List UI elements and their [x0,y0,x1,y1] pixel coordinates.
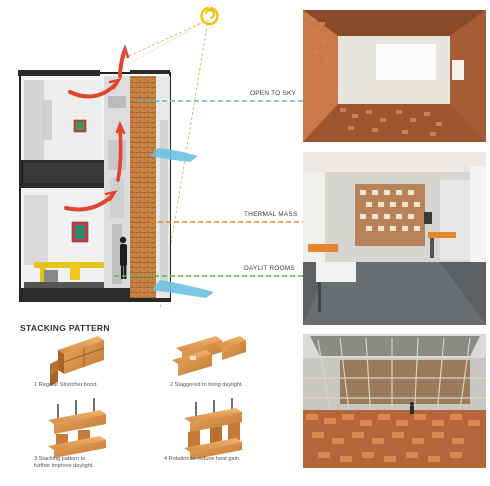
callout-open-to-sky: OPEN TO SKY [250,90,297,97]
callout-thermal-mass: THERMAL MASS [244,211,298,218]
stack-pattern-1 [50,336,105,386]
cool-air-arrows [150,148,214,298]
desk-yellow [34,262,104,268]
stack-pattern-2 [172,336,246,376]
stack-caption-4: 4 Rotation to reduce heat gain. [164,456,241,462]
stack-caption-1: 1 Regular Stretcher bond. [34,382,99,388]
callout-lines [114,100,318,277]
building-section [18,6,219,311]
stack-caption-3b: further improve daylight. [34,463,95,469]
stacking-pattern-title: STACKING PATTERN [20,323,110,333]
stack-pattern-3 [48,398,106,458]
stack-caption-3a: 3 Stacking pattern to [34,456,86,462]
photo-open-to-sky [303,10,486,142]
photo-thermal-mass [303,152,486,325]
person-silhouette [119,236,127,279]
stack-caption-2: 2 Staggered to bring daylight. [170,382,244,388]
callout-daylit-rooms: DAYLIT ROOMS [244,265,295,272]
sun-icon [200,6,219,26]
stack-pattern-4 [184,398,242,460]
warm-air-arrows [64,44,130,212]
brick-jali-wall [130,76,156,298]
photo-brick-construction [303,334,486,469]
